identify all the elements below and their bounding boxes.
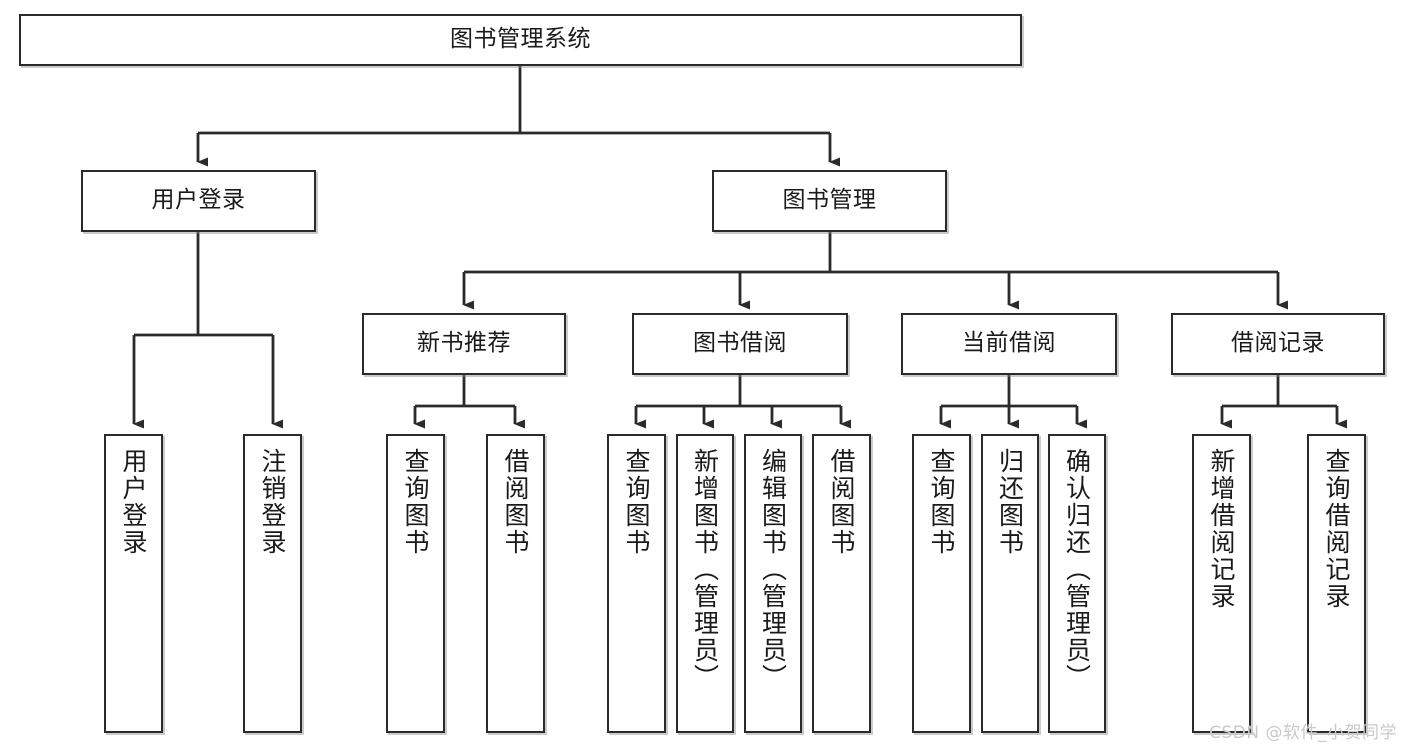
node-label: 注销登录 <box>258 448 287 556</box>
leaf-return-books[interactable]: 归还图书 <box>981 434 1039 733</box>
node-user-login[interactable]: 用户登录 <box>81 170 316 232</box>
leaf-query-borrow-record[interactable]: 查询借阅记录 <box>1307 434 1366 733</box>
leaf-edit-book-admin[interactable]: 编辑图书（管理员） <box>744 434 802 733</box>
node-label: 图书借阅 <box>693 330 787 357</box>
node-label: 查询图书 <box>622 448 651 556</box>
node-label: 归还图书 <box>995 448 1025 556</box>
node-new-book-recommendation[interactable]: 新书推荐 <box>362 313 566 375</box>
leaf-borrow-books-new[interactable]: 借阅图书 <box>486 434 545 733</box>
leaf-query-books-current[interactable]: 查询图书 <box>912 434 971 733</box>
node-label: 借阅图书 <box>501 448 530 556</box>
leaf-add-book-admin[interactable]: 新增图书（管理员） <box>676 434 734 733</box>
csdn-watermark: CSDN @软件_小贺同学 <box>1209 723 1397 743</box>
node-book-borrow[interactable]: 图书借阅 <box>632 313 848 375</box>
leaf-add-borrow-record[interactable]: 新增借阅记录 <box>1192 434 1251 733</box>
node-label: 查询借阅记录 <box>1322 448 1351 610</box>
leaf-user-login[interactable]: 用户登录 <box>104 434 163 733</box>
node-label: 新增图书（管理员） <box>690 448 720 691</box>
node-label: 确认归还（管理员） <box>1062 448 1092 691</box>
node-current-borrow[interactable]: 当前借阅 <box>901 313 1117 375</box>
node-borrow-records[interactable]: 借阅记录 <box>1171 313 1385 375</box>
leaf-query-books-borrow[interactable]: 查询图书 <box>607 434 666 733</box>
node-label: 查询图书 <box>927 448 956 556</box>
node-label: 新增借阅记录 <box>1207 448 1236 610</box>
node-label: 用户登录 <box>151 187 246 214</box>
node-label: 借阅记录 <box>1231 330 1325 357</box>
node-label: 用户登录 <box>119 448 148 556</box>
leaf-borrow-books[interactable]: 借阅图书 <box>812 434 871 733</box>
node-label: 新书推荐 <box>417 330 511 357</box>
leaf-query-books-new[interactable]: 查询图书 <box>386 434 445 733</box>
node-root-library-system[interactable]: 图书管理系统 <box>19 14 1022 66</box>
node-label: 借阅图书 <box>827 448 856 556</box>
node-label: 图书管理系统 <box>450 26 591 53</box>
node-label: 当前借阅 <box>962 330 1056 357</box>
leaf-confirm-return-admin[interactable]: 确认归还（管理员） <box>1048 434 1106 733</box>
node-book-management[interactable]: 图书管理 <box>712 170 947 232</box>
node-label: 编辑图书（管理员） <box>758 448 788 691</box>
leaf-logout[interactable]: 注销登录 <box>243 434 302 733</box>
node-label: 图书管理 <box>782 187 877 214</box>
node-label: 查询图书 <box>401 448 430 556</box>
